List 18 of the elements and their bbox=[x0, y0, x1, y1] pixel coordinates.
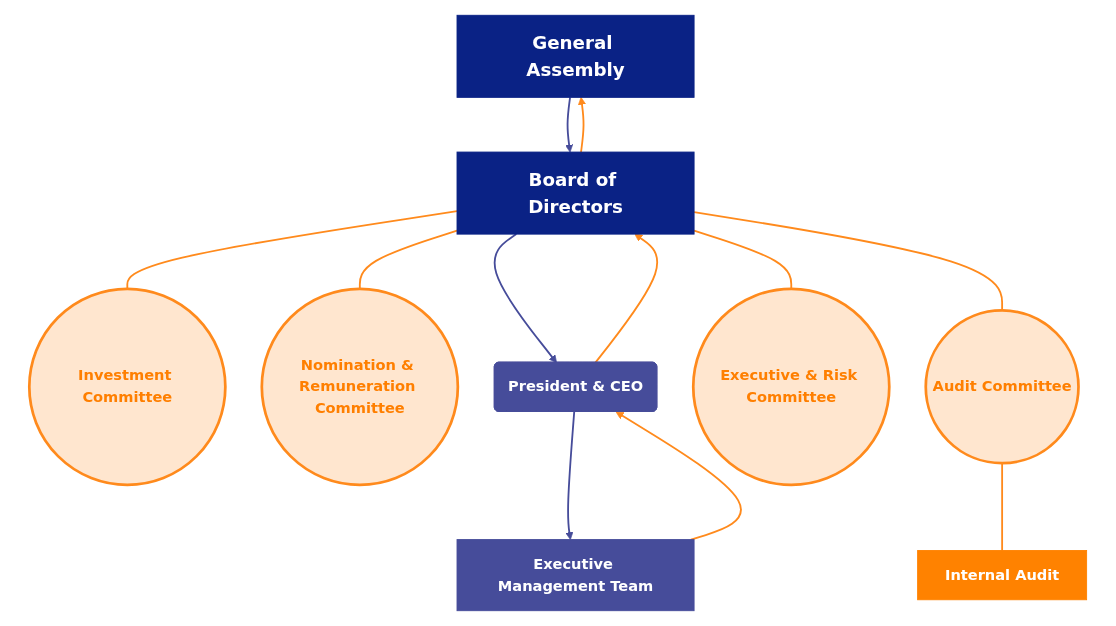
node-circle: Executive & Risk Committee bbox=[691, 287, 891, 487]
connector bbox=[1001, 462, 1004, 552]
arrow bbox=[565, 96, 574, 153]
node-box: Internal Audit bbox=[917, 550, 1088, 601]
arrow bbox=[565, 411, 576, 540]
node-circle: Nomination & Remuneration Committee bbox=[260, 287, 460, 487]
node-box: General Assembly bbox=[456, 14, 695, 98]
arrow bbox=[615, 411, 742, 541]
node-box: Board of Directors bbox=[456, 151, 695, 235]
arrow bbox=[493, 233, 557, 364]
node-box: Executive Management Team bbox=[456, 539, 695, 612]
node-circle: Investment Committee bbox=[27, 287, 227, 487]
connector bbox=[358, 229, 458, 290]
arrow bbox=[578, 97, 586, 153]
connector bbox=[693, 229, 793, 290]
connector bbox=[126, 210, 458, 290]
arrow bbox=[594, 233, 659, 364]
node-circle: Audit Committee bbox=[924, 309, 1080, 465]
